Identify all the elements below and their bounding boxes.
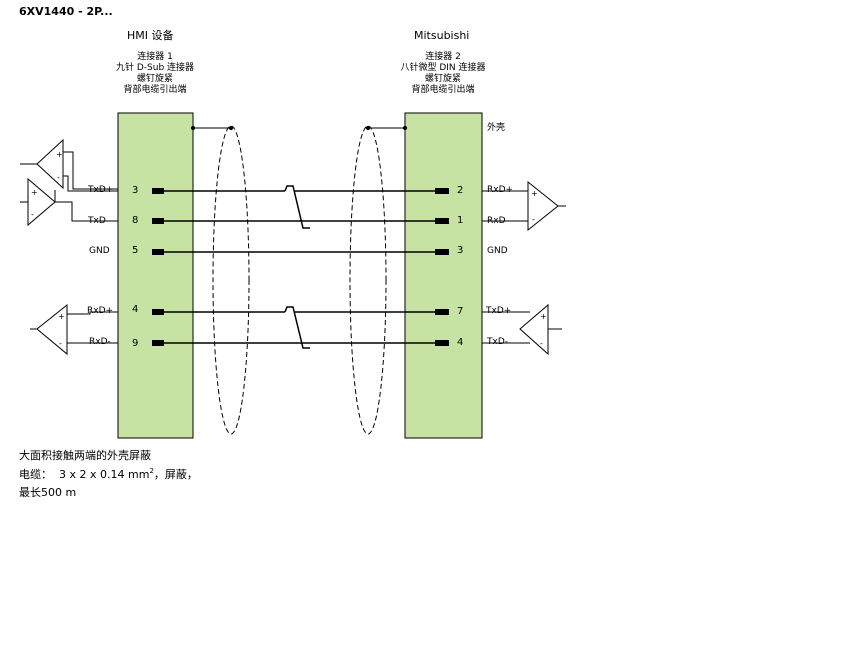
left-desc-line: 背部电缆引出端 xyxy=(123,85,187,95)
pin-terminal xyxy=(435,249,449,255)
pin-terminal xyxy=(435,309,449,315)
amp-sign: - xyxy=(57,173,60,182)
right-desc-line: 背部电缆引出端 xyxy=(411,85,475,95)
cable-spec: 3 x 2 x 0.14 mm xyxy=(59,468,150,481)
pin-terminal xyxy=(152,188,164,194)
right-signal-label: RxD+ xyxy=(487,185,514,195)
amp-sign: + xyxy=(58,312,65,321)
amp-sign: - xyxy=(532,215,535,224)
amp-lead xyxy=(67,311,118,315)
left-connector-body xyxy=(117,112,194,439)
amp-lead xyxy=(63,151,118,190)
right-pin-number: 2 xyxy=(457,185,464,196)
left-desc-line: 连接器 1 xyxy=(137,52,173,62)
shield-shell-links xyxy=(190,125,408,131)
right-pin-number: 3 xyxy=(457,245,464,256)
amp-sign: + xyxy=(540,312,547,321)
left-pin-number: 8 xyxy=(132,215,139,226)
amp-sign: + xyxy=(31,188,38,197)
shell-dot xyxy=(228,125,234,131)
shell-dot xyxy=(365,125,371,131)
left-pin-number: 9 xyxy=(132,338,139,349)
shield-ellipse-right xyxy=(349,125,387,435)
amplifiers xyxy=(20,138,566,356)
amp-sign: + xyxy=(531,189,538,198)
amp-lead xyxy=(55,201,118,222)
pin-terminal xyxy=(152,340,164,346)
cable-spec-line: 电缆： 3 x 2 x 0.14 mm2，屏蔽， xyxy=(19,466,198,483)
right-pin-number: 7 xyxy=(457,306,464,317)
amp-sign: - xyxy=(59,339,62,348)
wire-crossover-2 xyxy=(284,306,310,349)
pin-terminal xyxy=(435,340,449,346)
left-pin-number: 3 xyxy=(132,185,139,196)
shell-label: 外壳 xyxy=(487,123,506,133)
shield-ellipse-left xyxy=(212,125,250,435)
amp-sign: + xyxy=(56,150,63,159)
left-connector-desc: 连接器 1 九针 D-Sub 连接器 螺钉旋紧 背部电缆引出端 xyxy=(95,52,215,96)
cable-title: 6XV1440 - 2P... xyxy=(19,5,113,18)
left-pin-number: 4 xyxy=(132,304,139,315)
left-pin-number: 5 xyxy=(132,245,139,256)
left-device-header: HMI 设备 xyxy=(127,29,174,42)
right-signal-label: TxD+ xyxy=(486,306,512,316)
right-signal-label: TxD- xyxy=(487,337,509,347)
right-signal-label: RxD- xyxy=(487,216,509,226)
left-signal-label: RxD+ xyxy=(87,306,114,316)
right-device-header: Mitsubishi xyxy=(414,29,470,42)
shell-dot xyxy=(190,125,196,131)
shield-note: 大面积接触两端的外壳屏蔽 xyxy=(19,449,151,462)
right-connector-body xyxy=(404,112,483,439)
right-pin-number: 4 xyxy=(457,337,464,348)
pin-terminal xyxy=(152,218,164,224)
right-desc-line: 连接器 2 xyxy=(425,52,461,62)
pin-terminal xyxy=(435,188,449,194)
amp-left-upper xyxy=(36,138,64,190)
pin-terminals xyxy=(152,188,449,346)
wire-crossover-1 xyxy=(284,185,310,229)
pin-terminal xyxy=(152,309,164,315)
left-signal-label: GND xyxy=(89,246,110,256)
pin-terminal xyxy=(435,218,449,224)
amp-sign: - xyxy=(31,210,34,219)
right-desc-line: 螺钉旋紧 xyxy=(424,74,461,84)
amp-left-rx xyxy=(36,303,68,356)
left-desc-line: 九针 D-Sub 连接器 xyxy=(115,63,195,73)
cable-shield xyxy=(212,125,387,435)
shell-dot xyxy=(402,125,408,131)
cable-spec-superscript: 2 xyxy=(149,467,154,475)
right-connector-desc: 连接器 2 八针微型 DIN 连接器 螺钉旋紧 背部电缆引出端 xyxy=(383,52,503,96)
left-signal-label: TxD+ xyxy=(88,185,114,195)
amp-signs: + - + - + - + - + - xyxy=(31,150,547,348)
amp-lead xyxy=(63,175,118,192)
left-desc-line: 螺钉旋紧 xyxy=(136,74,173,84)
right-signal-label: GND xyxy=(487,246,508,256)
right-pin-number: 1 xyxy=(457,215,464,226)
amp-right-rx xyxy=(527,180,559,232)
left-signal-label: TxD- xyxy=(88,216,110,226)
left-signal-label: RxD- xyxy=(89,337,111,347)
amp-sign: - xyxy=(540,339,543,348)
pin-terminal xyxy=(152,249,164,255)
wires xyxy=(152,185,449,349)
max-length-note: 最长500 m xyxy=(19,486,77,499)
right-desc-line: 八针微型 DIN 连接器 xyxy=(400,63,486,73)
cable-label: 电缆： xyxy=(19,468,52,481)
cable-spec-tail: ，屏蔽， xyxy=(153,468,198,481)
